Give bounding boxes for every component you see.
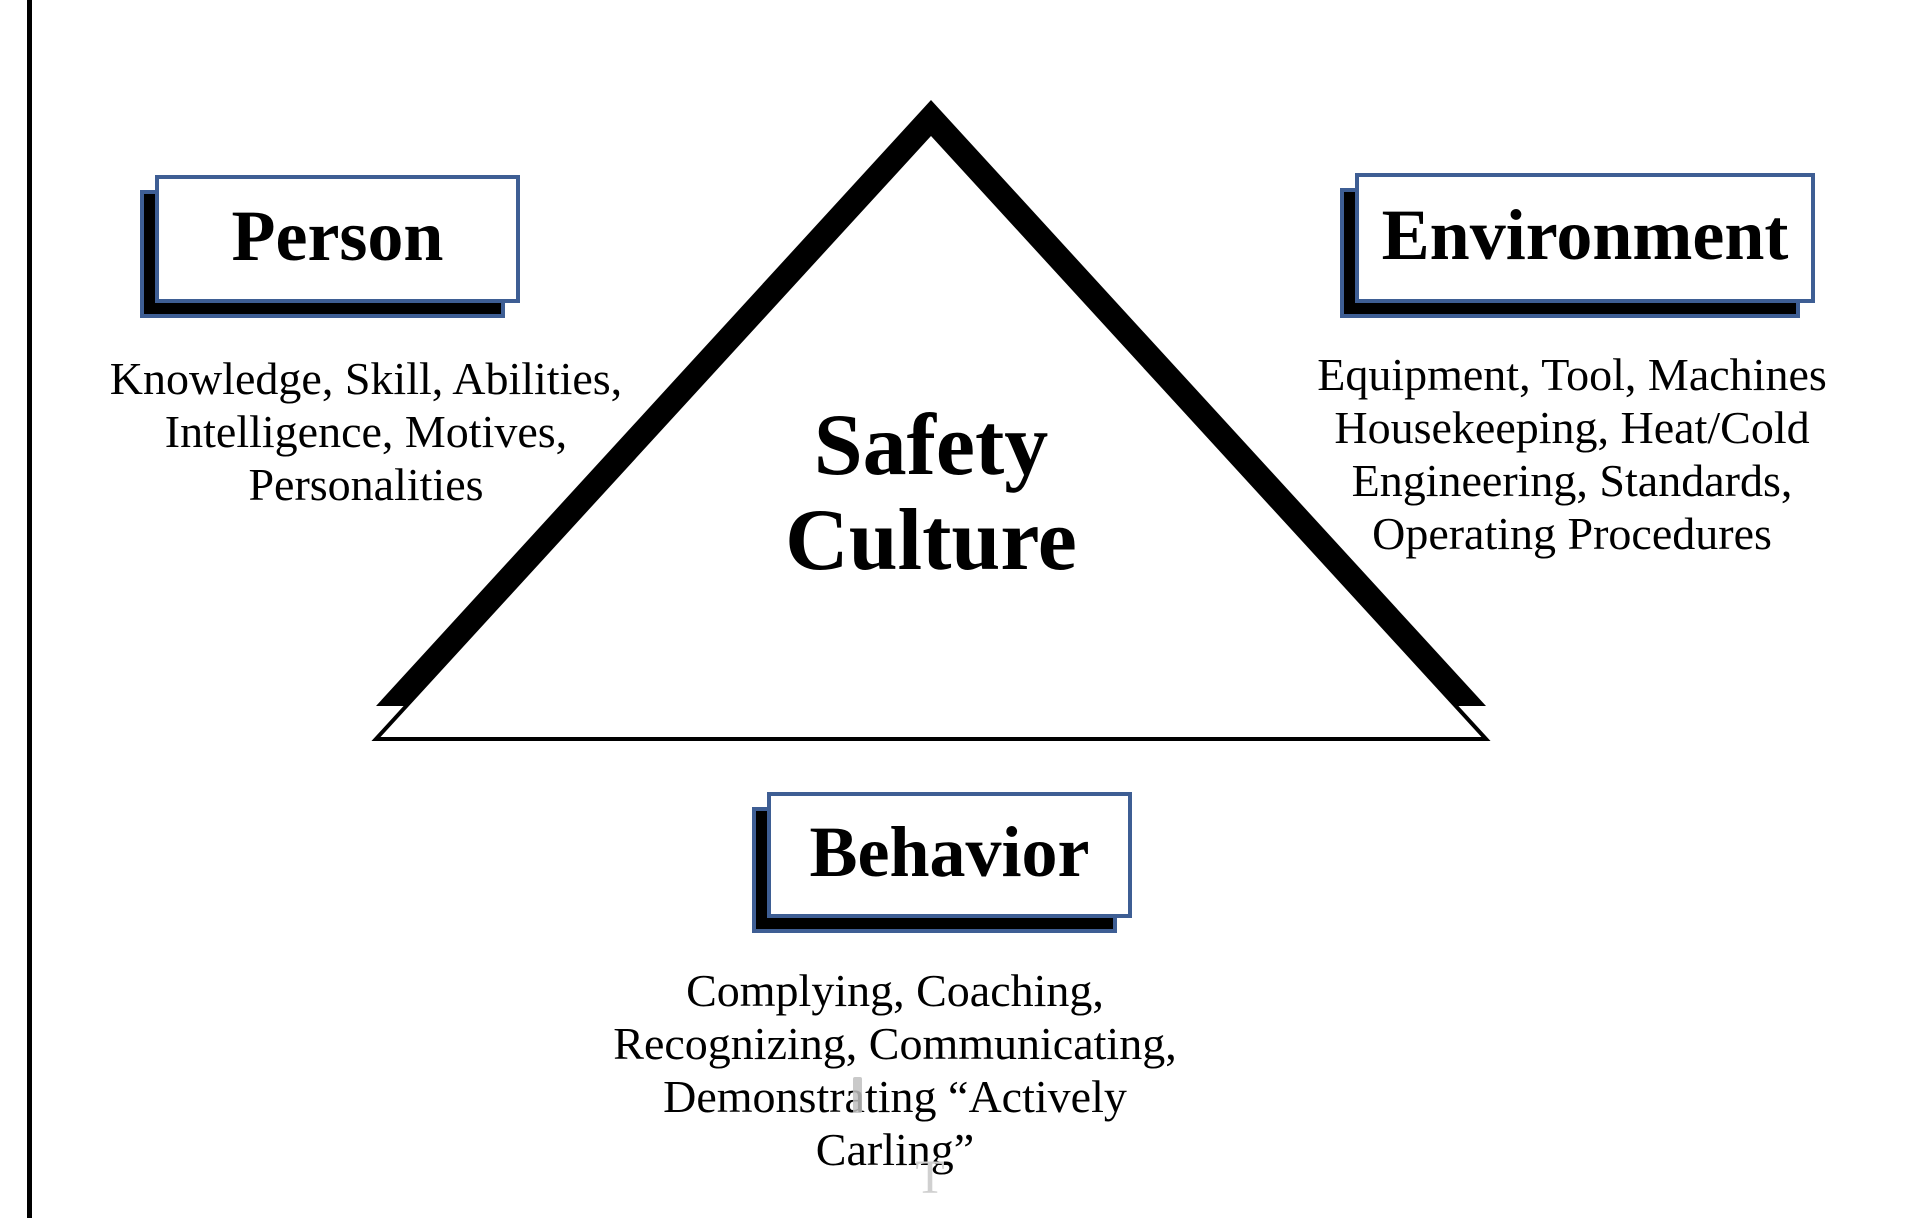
person-title: Person — [231, 196, 444, 276]
stray-letter: T — [915, 1151, 945, 1204]
person-box: Person — [155, 175, 520, 303]
triangle-face-shape — [371, 130, 1491, 741]
behavior-details: Complying, Coaching, Recognizing, Commun… — [613, 965, 1177, 1175]
person-details: Knowledge, Skill, Abilities, Intelligenc… — [109, 353, 623, 510]
behavior-box: Behavior — [767, 792, 1132, 918]
environment-title: Environment — [1381, 195, 1789, 275]
environment-details: Equipment, Tool, Machines Housekeeping, … — [1317, 349, 1827, 559]
text-cursor-artifact — [853, 1077, 862, 1113]
behavior-title: Behavior — [809, 812, 1090, 892]
environment-box: Environment — [1355, 173, 1815, 303]
page-border-line — [27, 0, 32, 1218]
safety-culture-label: Safety Culture — [785, 397, 1077, 589]
